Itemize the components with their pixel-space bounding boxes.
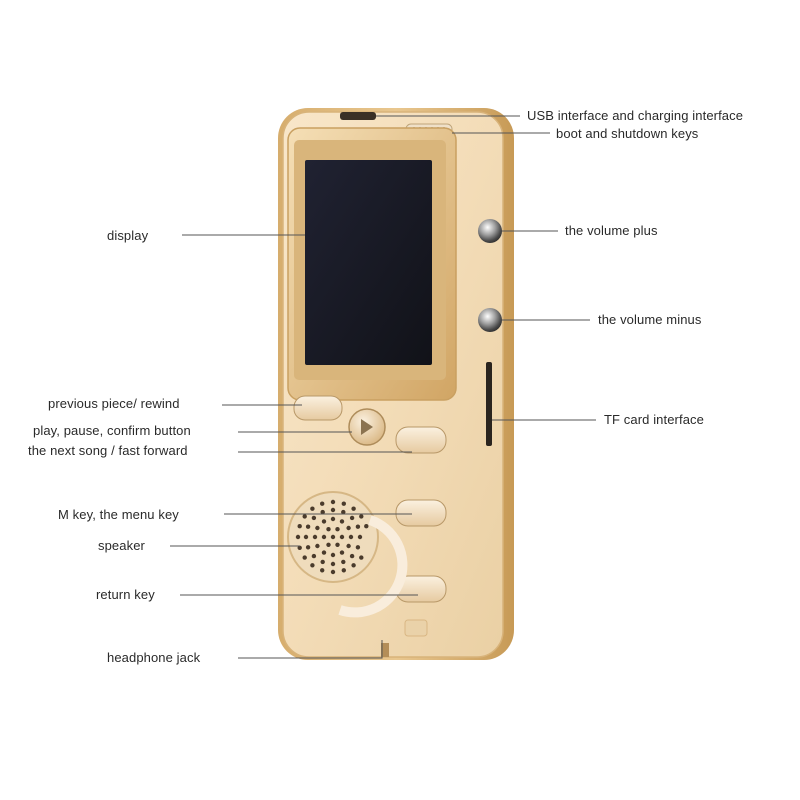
speaker-hole <box>330 499 336 505</box>
speaker-hole <box>321 550 327 555</box>
speaker-hole <box>311 553 317 559</box>
speaker-hole <box>357 534 363 540</box>
label-volume-plus: the volume plus <box>565 223 658 238</box>
label-volume-minus: the volume minus <box>598 312 702 327</box>
speaker-hole <box>330 507 336 513</box>
speaker-hole <box>320 509 325 515</box>
speaker-hole <box>320 559 325 565</box>
speaker-hole <box>320 501 325 506</box>
speaker-hole <box>346 543 351 549</box>
speaker-hole <box>315 543 320 549</box>
speaker-hole <box>341 559 346 565</box>
speaker-hole <box>341 501 346 506</box>
speaker-hole <box>359 514 364 519</box>
label-next: the next song / fast forward <box>28 443 188 458</box>
play-pause-icon <box>361 419 373 435</box>
speaker-hole <box>335 527 340 532</box>
speaker-hole <box>330 534 336 540</box>
speaker-hole <box>326 542 331 547</box>
speaker-hole <box>321 519 327 524</box>
speaker-hole <box>311 515 317 521</box>
speaker-hole <box>348 534 354 540</box>
label-speaker: speaker <box>98 538 145 553</box>
speaker-hole <box>330 516 336 522</box>
label-display: display <box>107 228 149 243</box>
label-menu: M key, the menu key <box>58 507 179 522</box>
speaker-hole <box>315 525 320 531</box>
speaker-hole <box>330 569 336 575</box>
speaker-hole <box>359 555 364 560</box>
headphone-jack <box>381 643 389 657</box>
speaker-hole <box>355 524 361 529</box>
label-return: return key <box>96 587 155 602</box>
speaker-hole <box>355 545 361 550</box>
speaker-hole <box>310 506 315 511</box>
speaker-hole <box>310 563 315 568</box>
speaker-hole <box>320 568 325 573</box>
tf-card-slot <box>486 362 492 446</box>
speaker-hole <box>330 552 336 558</box>
menu-button <box>395 499 447 527</box>
speaker-hole <box>351 506 356 511</box>
volume-minus-button <box>478 308 502 332</box>
label-play: play, pause, confirm button <box>33 423 191 438</box>
speaker-hole <box>339 550 345 555</box>
speaker-hole <box>297 524 302 529</box>
speaker-hole <box>330 561 336 567</box>
speaker-hole <box>339 519 345 524</box>
label-headphone: headphone jack <box>107 650 201 665</box>
speaker-hole <box>305 524 311 529</box>
speaker-hole <box>297 545 302 550</box>
speaker-hole <box>303 534 309 540</box>
speaker-hole <box>351 563 356 568</box>
label-tf-card: TF card interface <box>604 412 704 427</box>
speaker-hole <box>339 534 345 540</box>
speaker-hole <box>341 509 346 515</box>
speaker-hole <box>295 534 301 540</box>
speaker-hole <box>326 527 331 532</box>
display-screen <box>305 160 432 365</box>
speaker-hole <box>349 553 355 559</box>
previous-button <box>293 395 343 421</box>
speaker-hole <box>302 514 307 519</box>
speaker-hole <box>305 545 311 550</box>
leader-lines <box>170 115 596 659</box>
speaker-hole <box>335 542 340 547</box>
next-button <box>395 426 447 454</box>
speaker-hole <box>341 568 346 573</box>
bottom-notch <box>404 619 428 637</box>
volume-plus-button <box>478 219 502 243</box>
label-usb-interface: USB interface and charging interface <box>527 108 744 123</box>
speaker-hole <box>321 534 327 540</box>
usb-port <box>340 112 376 120</box>
label-power-keys: boot and shutdown keys <box>556 126 699 141</box>
speaker-hole <box>364 524 369 529</box>
speaker-hole <box>312 534 318 540</box>
speaker-hole <box>302 555 307 560</box>
label-previous: previous piece/ rewind <box>48 396 180 411</box>
speaker-hole <box>346 525 351 531</box>
speaker-hole <box>349 515 355 521</box>
